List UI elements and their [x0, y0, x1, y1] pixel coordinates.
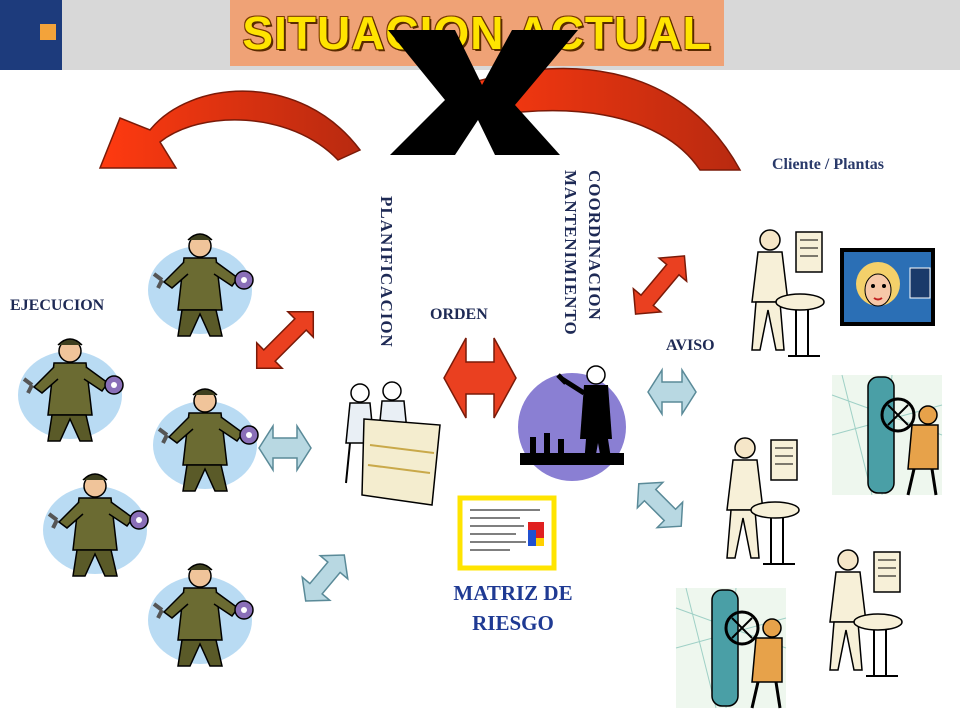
x-mark-icon: [388, 30, 578, 155]
slide-title: SITUACION ACTUAL: [242, 7, 712, 59]
plant-operator-icon: [829, 549, 903, 677]
label-mantenimiento: MANTENIMIENTO: [561, 170, 580, 336]
label-ejecucion: EJECUCION: [10, 297, 105, 314]
double-arrow-icon: [255, 310, 315, 370]
label-planificacion: PLANIFICACION: [377, 196, 396, 348]
plant-operator-icon: [751, 229, 825, 357]
risk-matrix-document-icon: [457, 495, 557, 571]
valve-worker-icon: [830, 373, 944, 497]
double-arrow-icon: [301, 554, 349, 602]
double-arrow-icon: [258, 423, 312, 473]
corner-block: [0, 0, 62, 70]
mechanic-worker-icon: [41, 472, 150, 578]
label-cliente-plantas: Cliente / Plantas: [772, 156, 884, 173]
label-coordinacion: COORDINACION: [585, 170, 604, 321]
mechanic-worker-icon: [146, 232, 255, 338]
double-arrow-icon: [636, 481, 684, 529]
corner-square: [40, 24, 56, 40]
client-woman-icon: [840, 248, 935, 326]
curved-arrow-left: [98, 90, 362, 169]
valve-worker-icon: [674, 586, 788, 710]
mechanic-worker-icon: [16, 337, 125, 443]
maintenance-coordinator-icon: [518, 365, 626, 481]
mechanic-worker-icon: [151, 387, 260, 493]
double-arrow-icon: [647, 367, 697, 417]
mechanic-worker-icon: [146, 562, 255, 668]
matriz-line1: MATRIZ DE: [453, 581, 573, 605]
planning-engineers-icon: [345, 381, 441, 506]
label-aviso: AVISO: [666, 337, 715, 354]
double-arrow-icon: [632, 255, 688, 315]
plant-operator-icon: [726, 437, 800, 565]
title-box: [230, 0, 724, 66]
label-orden: ORDEN: [430, 306, 488, 323]
label-matriz-riesgo: MATRIZ DE RIESGO: [420, 578, 606, 638]
double-arrow-icon: [443, 337, 517, 419]
matriz-line2: RIESGO: [472, 611, 554, 635]
